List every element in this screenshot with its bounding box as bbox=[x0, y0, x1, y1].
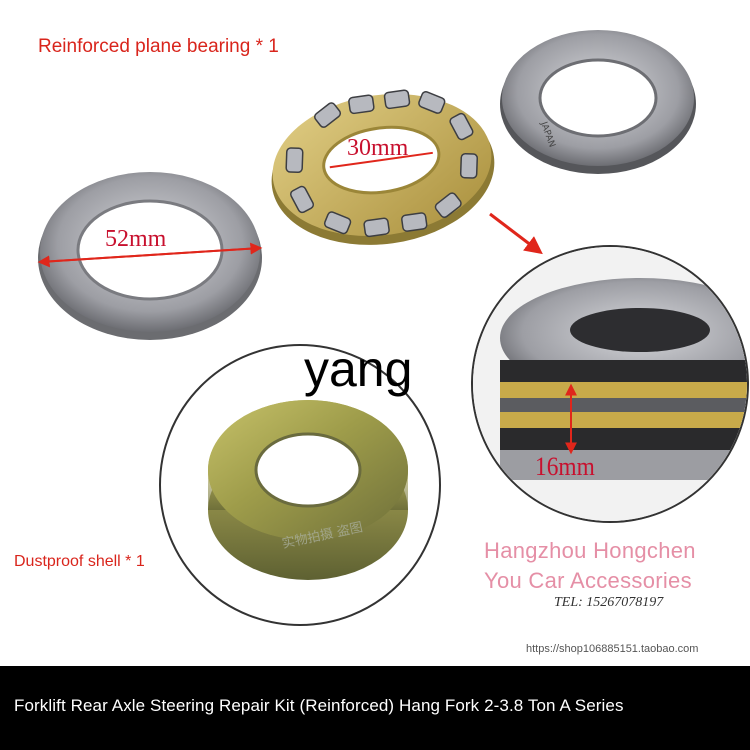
assembled-bearing-inset bbox=[471, 245, 749, 523]
shop-name-line1: Hangzhou Hongchen bbox=[484, 538, 696, 563]
dustproof-shell-inset: 实物拍摄 盗图 bbox=[159, 344, 441, 626]
dim-16mm: 16mm bbox=[535, 452, 595, 481]
shop-url: https://shop106885151.taobao.com bbox=[526, 643, 699, 655]
washer-right bbox=[500, 30, 696, 174]
plane-bearing-label: Reinforced plane bearing * 1 bbox=[38, 36, 279, 57]
dustproof-shell-label: Dustproof shell * 1 bbox=[14, 553, 145, 570]
washer-left bbox=[37, 172, 263, 340]
shop-tel: TEL: 15267078197 bbox=[554, 595, 664, 610]
watermark-text: yang bbox=[304, 341, 413, 397]
roller-cage bbox=[271, 89, 495, 245]
footer-bar bbox=[0, 666, 750, 750]
dim-52mm: 52mm bbox=[105, 226, 167, 252]
footer-title: Forklift Rear Axle Steering Repair Kit (… bbox=[14, 696, 624, 715]
shop-name-line2: You Car Accessories bbox=[484, 568, 692, 593]
bearing-photo: JAPAN bbox=[37, 30, 749, 626]
dim-30mm: 30mm bbox=[347, 135, 409, 161]
